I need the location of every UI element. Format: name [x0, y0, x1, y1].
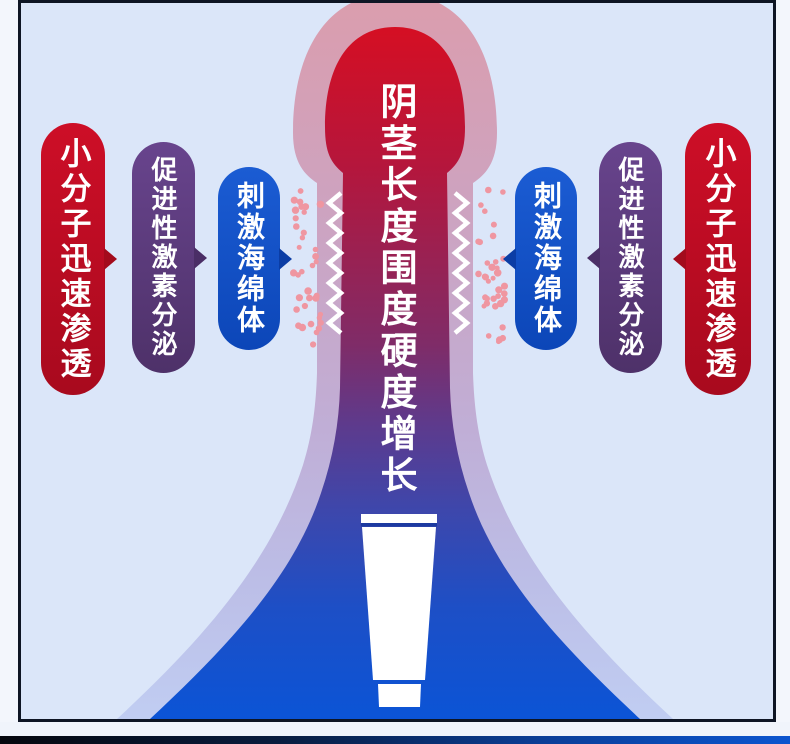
dot: [490, 275, 496, 281]
dot: [291, 206, 300, 214]
dot: [501, 290, 508, 297]
pill-right-red-label: 小分子迅速渗透: [700, 136, 736, 382]
dot: [304, 287, 312, 295]
arrow-right-icon: [279, 247, 292, 270]
dot: [296, 244, 302, 250]
dot: [496, 336, 503, 344]
pill-right-blue: 刺激海绵体: [503, 167, 577, 350]
dot: [316, 200, 325, 208]
dot: [290, 196, 298, 204]
dot: [312, 294, 320, 302]
dot: [292, 215, 299, 222]
dot: [496, 299, 505, 308]
pill-left-blue-label: 刺激海绵体: [234, 181, 265, 336]
dot: [299, 235, 306, 241]
pill-right-red: 小分子迅速渗透: [673, 123, 751, 395]
dot: [317, 311, 324, 318]
dot: [499, 324, 506, 331]
dot: [310, 341, 317, 348]
dot: [485, 278, 491, 284]
pill-left-purple-label: 促进性激素分泌: [148, 156, 178, 359]
center-column-label: 阴茎长度围度硬度增长: [375, 82, 416, 497]
dot: [297, 188, 304, 194]
arrow-left-icon: [673, 248, 686, 270]
dot: [295, 322, 302, 330]
dot: [493, 269, 502, 277]
dot: [492, 259, 499, 265]
dot: [484, 260, 491, 266]
zigzag-left-icon: [325, 191, 345, 335]
dot: [300, 229, 307, 236]
arrow-right-icon: [194, 246, 207, 269]
dot: [500, 189, 506, 195]
dot: [475, 270, 482, 278]
dot: [312, 246, 319, 253]
dot: [290, 269, 298, 277]
dot: [301, 209, 307, 215]
dot: [317, 319, 324, 326]
dot: [483, 300, 491, 307]
dot: [490, 221, 497, 228]
dot: [489, 232, 497, 240]
dot: [298, 203, 305, 210]
dot: [485, 186, 492, 194]
pill-left-red-label: 小分子迅速渗透: [55, 136, 91, 382]
bottom-strip: [0, 722, 790, 736]
dots-left-decoration: [290, 188, 325, 348]
product-tube-icon: [361, 514, 437, 707]
arrow-left-icon: [587, 246, 600, 269]
dot: [485, 333, 492, 339]
panel-frame: 阴茎长度围度硬度增长 小分子迅速渗透 促进性激素分泌 刺激海绵体 刺激海绵体 促…: [18, 0, 776, 722]
dot: [312, 253, 319, 260]
dot: [309, 262, 316, 269]
dot: [476, 239, 483, 246]
zigzag-right-icon: [451, 191, 471, 335]
inner-column: [150, 27, 640, 719]
dot: [488, 263, 496, 271]
pill-left-purple: 促进性激素分泌: [132, 142, 207, 373]
pill-left-blue: 刺激海绵体: [218, 167, 292, 350]
dot: [295, 294, 303, 302]
center-artwork: [117, 3, 673, 719]
dot: [490, 295, 497, 302]
dots-right-decoration: [475, 186, 508, 345]
dot: [495, 293, 501, 299]
pill-right-blue-label: 刺激海绵体: [531, 181, 562, 336]
dot: [307, 320, 315, 328]
pill-left-red: 小分子迅速渗透: [41, 123, 117, 395]
pill-right-purple: 促进性激素分泌: [587, 142, 662, 373]
arrow-left-icon: [503, 247, 516, 270]
dot: [293, 223, 300, 230]
dot: [492, 303, 499, 310]
dot: [481, 273, 488, 280]
dot: [501, 282, 508, 290]
pill-right-purple-label: 促进性激素分泌: [615, 156, 645, 359]
dot: [299, 268, 305, 275]
arrow-right-icon: [104, 248, 117, 270]
dot: [482, 294, 489, 301]
dot: [313, 259, 319, 265]
dot: [313, 329, 320, 336]
dot: [482, 208, 488, 214]
dot: [301, 302, 308, 310]
dot: [306, 294, 313, 302]
bottom-bar: [0, 736, 790, 744]
dot: [495, 286, 503, 294]
dot: [478, 202, 484, 208]
dot: [293, 306, 300, 313]
